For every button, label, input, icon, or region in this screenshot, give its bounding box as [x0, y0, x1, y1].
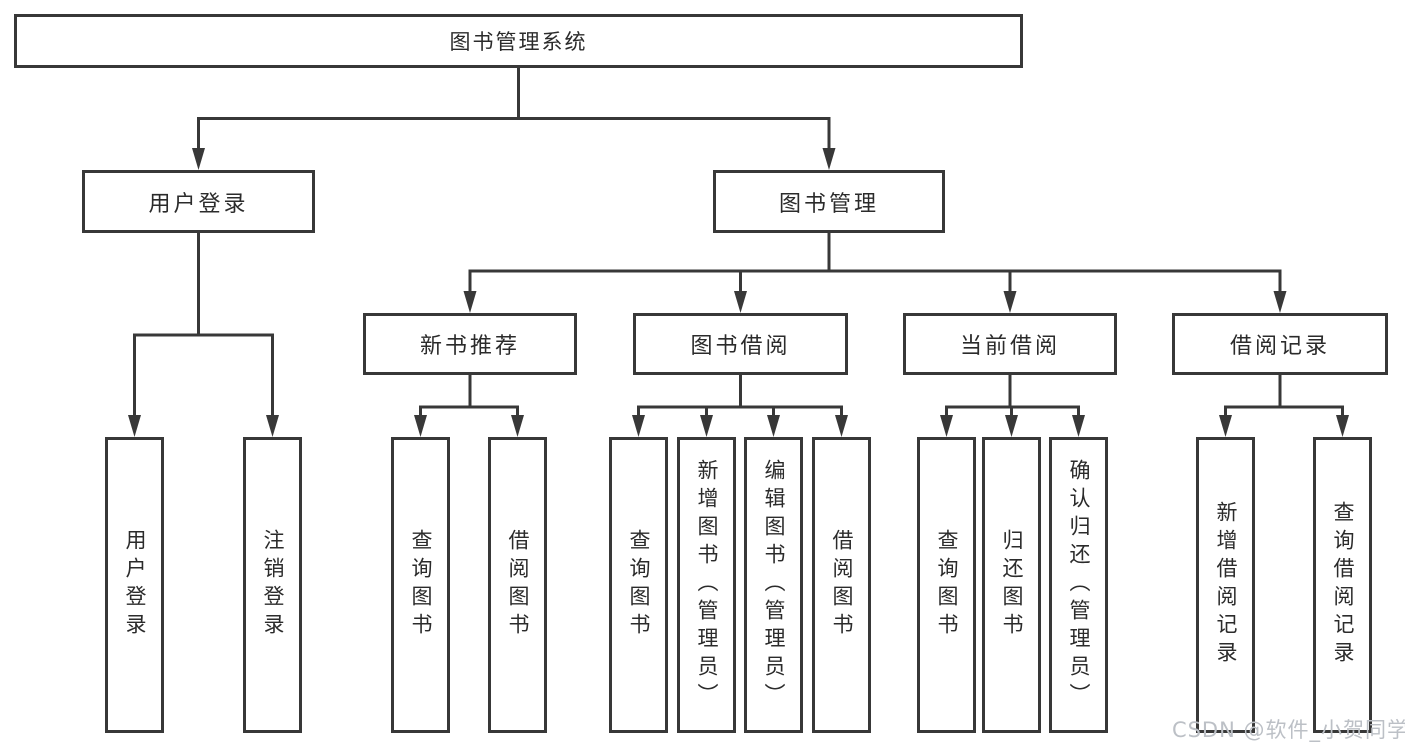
node-borrow-records: 借阅记录 — [1172, 313, 1388, 375]
node-current-borrow: 当前借阅 — [903, 313, 1117, 375]
leaf-recommend-borrow-books-label: 借阅图书 — [506, 529, 530, 641]
leaf-borrow-query-books: 查询图书 — [609, 437, 668, 733]
leaf-add-borrow-record-label: 新增借阅记录 — [1214, 501, 1238, 669]
connector-recommend-to-leaves — [414, 375, 524, 437]
leaf-borrow-query-books-label: 查询图书 — [627, 529, 651, 641]
leaf-return-books: 归还图书 — [982, 437, 1041, 733]
leaf-current-query-books-label: 查询图书 — [935, 529, 959, 641]
node-user-login-label: 用户登录 — [148, 191, 249, 217]
node-root-label: 图书管理系统 — [449, 30, 588, 54]
leaf-return-books-label: 归还图书 — [1000, 529, 1024, 641]
leaf-logout: 注销登录 — [243, 437, 302, 733]
node-book-management: 图书管理 — [713, 170, 945, 233]
node-new-book-recommend-label: 新书推荐 — [419, 334, 520, 359]
leaf-query-borrow-record: 查询借阅记录 — [1313, 437, 1372, 733]
connector-userlogin-to-leaves — [128, 233, 279, 437]
leaf-user-login-label: 用户登录 — [123, 529, 147, 641]
leaf-confirm-return-admin-label: 确认归还（管理员） — [1067, 459, 1091, 711]
node-borrow-records-label: 借阅记录 — [1229, 334, 1330, 359]
connector-records-to-leaves — [1219, 375, 1349, 437]
leaf-user-login: 用户登录 — [105, 437, 164, 733]
node-user-login: 用户登录 — [82, 170, 315, 233]
connector-current-to-leaves — [940, 375, 1085, 437]
leaf-add-books-admin: 新增图书（管理员） — [677, 437, 736, 733]
node-book-management-label: 图书管理 — [778, 191, 879, 217]
leaf-edit-books-admin-label: 编辑图书（管理员） — [762, 459, 786, 711]
leaf-logout-label: 注销登录 — [261, 529, 285, 641]
node-book-borrow-label: 图书借阅 — [690, 334, 791, 359]
leaf-recommend-query-books-label: 查询图书 — [409, 529, 433, 641]
connector-bookmgmt-to-level3 — [463, 233, 1287, 313]
leaf-confirm-return-admin: 确认归还（管理员） — [1049, 437, 1108, 733]
leaf-add-borrow-record: 新增借阅记录 — [1196, 437, 1255, 733]
leaf-borrow-books: 借阅图书 — [812, 437, 871, 733]
csdn-watermark: CSDN @软件_小贺同学 — [1171, 718, 1405, 742]
leaf-borrow-books-label: 借阅图书 — [830, 529, 854, 641]
leaf-current-query-books: 查询图书 — [917, 437, 976, 733]
leaf-recommend-borrow-books: 借阅图书 — [488, 437, 547, 733]
node-book-borrow: 图书借阅 — [633, 313, 848, 375]
node-root-system: 图书管理系统 — [14, 14, 1023, 68]
leaf-query-borrow-record-label: 查询借阅记录 — [1331, 501, 1355, 669]
leaf-recommend-query-books: 查询图书 — [391, 437, 450, 733]
connector-borrow-to-leaves — [632, 375, 848, 437]
leaf-edit-books-admin: 编辑图书（管理员） — [744, 437, 803, 733]
node-new-book-recommend: 新书推荐 — [363, 313, 577, 375]
node-current-borrow-label: 当前借阅 — [959, 334, 1060, 359]
leaf-add-books-admin-label: 新增图书（管理员） — [695, 459, 719, 711]
connector-root-to-level2 — [192, 68, 836, 170]
